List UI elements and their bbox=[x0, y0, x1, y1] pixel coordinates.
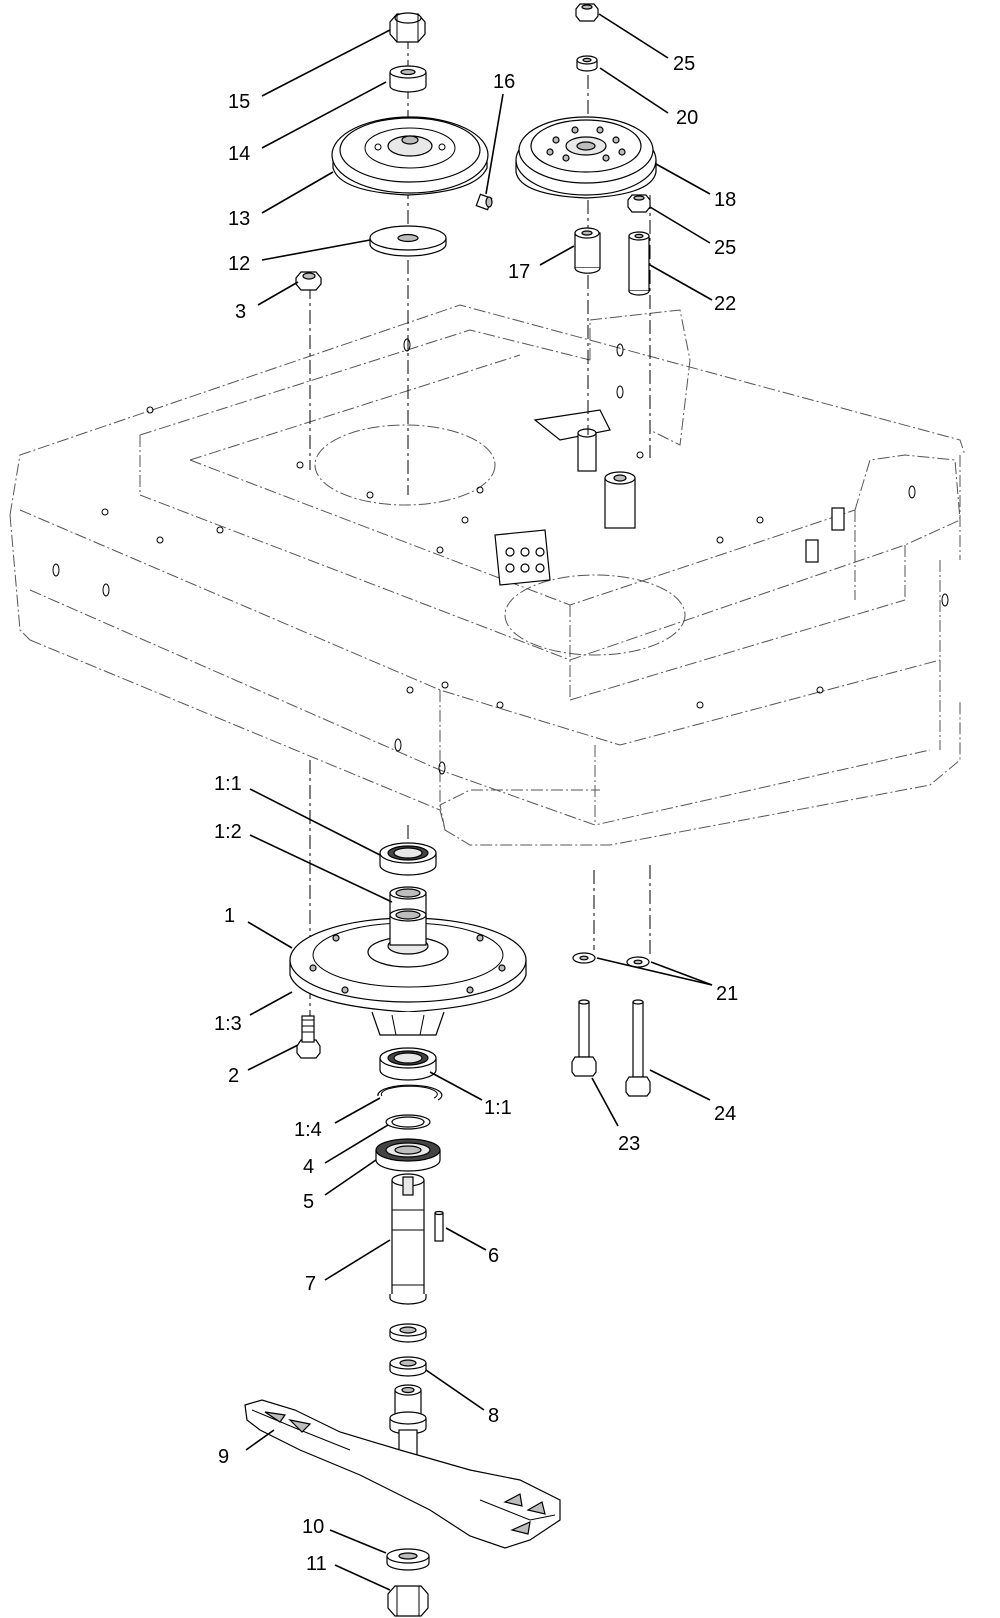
callout-8: 8 bbox=[488, 1405, 499, 1427]
shaft-7 bbox=[389, 1173, 427, 1305]
callout-13: 13 bbox=[228, 208, 250, 230]
callout-20: 20 bbox=[676, 107, 698, 129]
callout-1: 1 bbox=[224, 905, 235, 927]
callout-9: 9 bbox=[218, 1446, 229, 1468]
spacer-22 bbox=[628, 231, 650, 296]
washer-12 bbox=[369, 225, 447, 257]
bearing-1-1-upper bbox=[379, 842, 437, 876]
callout-labels: 15 14 13 12 3 16 25 20 18 25 17 22 1:1 1… bbox=[214, 53, 738, 1575]
nut-11 bbox=[387, 1585, 429, 1617]
callout-1-1-upper: 1:1 bbox=[214, 773, 242, 795]
callout-21: 21 bbox=[716, 983, 738, 1005]
bolt-2 bbox=[296, 1015, 321, 1059]
nut-15 bbox=[389, 12, 426, 43]
callout-15: 15 bbox=[228, 91, 250, 113]
bearing-1-1-lower bbox=[379, 1047, 437, 1081]
bolt-25-top bbox=[575, 3, 599, 22]
callout-14: 14 bbox=[228, 143, 250, 165]
callout-4: 4 bbox=[303, 1156, 314, 1178]
key-6 bbox=[434, 1210, 444, 1242]
callout-1-3: 1:3 bbox=[214, 1013, 242, 1035]
callout-11: 11 bbox=[306, 1553, 327, 1575]
callout-6: 6 bbox=[488, 1245, 499, 1267]
callout-leader-lines bbox=[245, 13, 713, 1591]
retaining-ring-1-4 bbox=[377, 1084, 443, 1101]
washers-21 bbox=[572, 952, 650, 968]
washer-10 bbox=[386, 1548, 430, 1571]
spacer-17 bbox=[574, 227, 601, 274]
callout-5: 5 bbox=[303, 1191, 314, 1213]
callout-22: 22 bbox=[714, 293, 736, 315]
callout-25-second: 25 bbox=[714, 237, 736, 259]
spacer-8 bbox=[389, 1356, 427, 1377]
callout-24: 24 bbox=[714, 1103, 736, 1125]
callout-2: 2 bbox=[228, 1065, 239, 1087]
nut-3 bbox=[295, 271, 322, 291]
spacer-upper-7 bbox=[389, 1323, 427, 1343]
callout-10: 10 bbox=[302, 1516, 324, 1538]
washer-4 bbox=[385, 1114, 431, 1130]
assembly-center-lines bbox=[309, 35, 651, 1050]
seal-5 bbox=[375, 1138, 441, 1172]
callout-1-1-lower: 1:1 bbox=[484, 1097, 512, 1119]
idler-pulley-18 bbox=[515, 116, 657, 199]
bolt-23 bbox=[571, 999, 597, 1077]
callout-17: 17 bbox=[508, 261, 530, 283]
spindle-housing-1 bbox=[289, 908, 527, 1036]
spacer-14 bbox=[389, 65, 427, 93]
mower-deck-housing bbox=[9, 304, 966, 846]
callout-16: 16 bbox=[493, 71, 515, 93]
callout-23: 23 bbox=[618, 1133, 640, 1155]
callout-1-2: 1:2 bbox=[214, 821, 242, 843]
grease-fitting-16 bbox=[475, 193, 493, 211]
pulley-13 bbox=[331, 116, 489, 196]
callout-1-4: 1:4 bbox=[294, 1119, 322, 1141]
blade-9 bbox=[244, 1399, 561, 1549]
callout-18: 18 bbox=[714, 189, 736, 211]
callout-25-top: 25 bbox=[673, 53, 695, 75]
callout-3: 3 bbox=[235, 301, 246, 323]
bolt-24 bbox=[625, 999, 651, 1097]
callout-12: 12 bbox=[228, 253, 250, 275]
washer-20 bbox=[576, 55, 598, 72]
callout-7: 7 bbox=[305, 1273, 316, 1295]
bolt-25-second bbox=[627, 194, 651, 213]
